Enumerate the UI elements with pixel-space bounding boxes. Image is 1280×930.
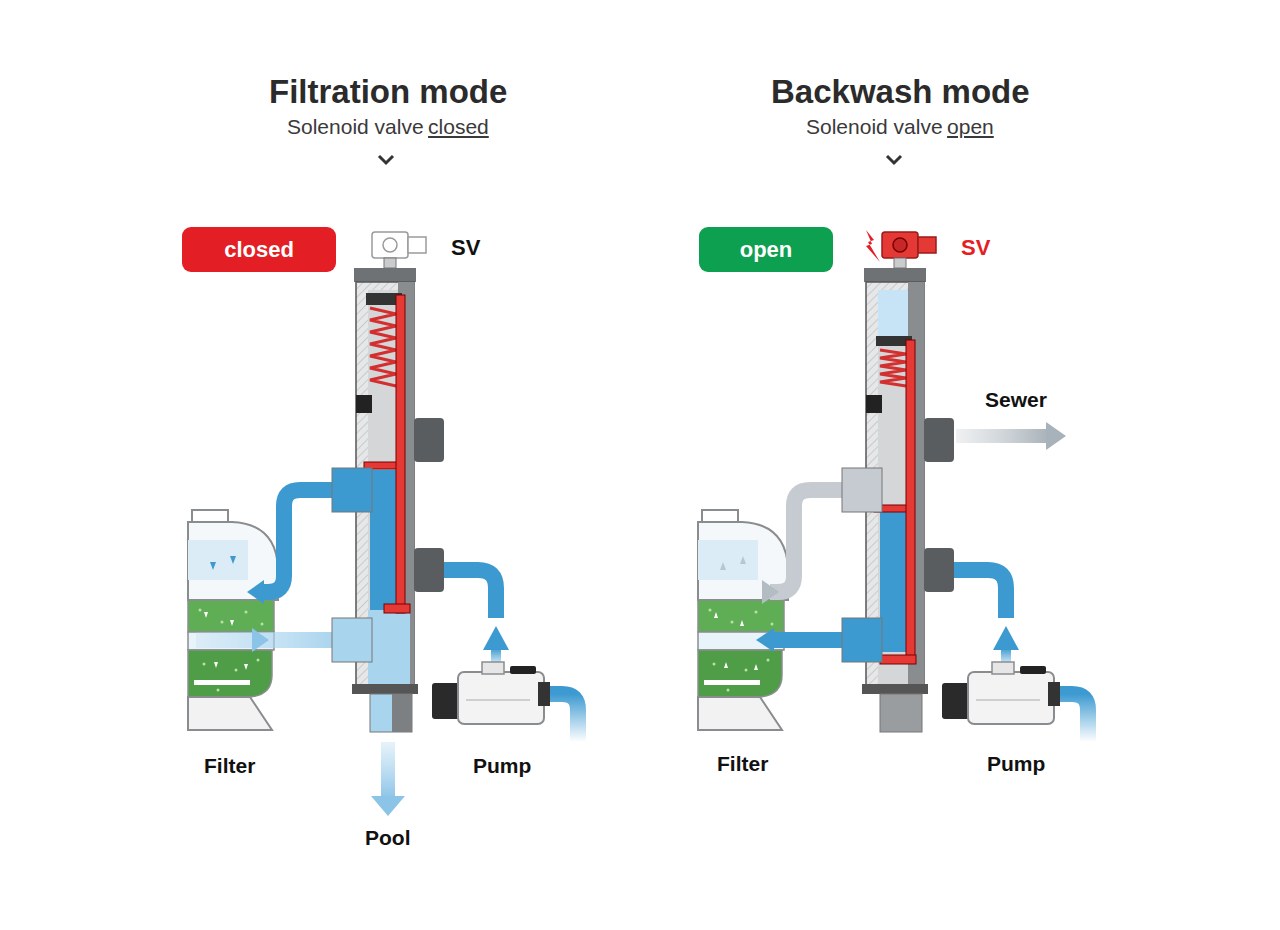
state-badge: closed: [182, 227, 336, 272]
panel-heading: Backwash mode: [771, 73, 1030, 111]
part-label: Sewer: [985, 388, 1047, 412]
part-label: Filter: [717, 752, 768, 776]
part-label: Pump: [987, 752, 1045, 776]
subtitle-state: closed: [428, 115, 489, 139]
badge-text: open: [740, 237, 793, 263]
part-label: Pump: [473, 754, 531, 778]
part-label: Filter: [204, 754, 255, 778]
subtitle-text: Solenoid valve: [806, 115, 943, 139]
panel-heading: Filtration mode: [269, 73, 507, 111]
valve-label: SV: [451, 235, 480, 260]
subtitle-line: Solenoid valveclosed: [287, 115, 489, 139]
badge-text: closed: [224, 237, 294, 263]
subtitle-state: open: [947, 115, 994, 139]
valve-label: SV: [961, 235, 990, 260]
part-label: Pool: [365, 826, 411, 850]
state-badge: open: [699, 227, 833, 272]
subtitle-text: Solenoid valve: [287, 115, 424, 139]
subtitle-line: Solenoid valveopen: [806, 115, 994, 139]
